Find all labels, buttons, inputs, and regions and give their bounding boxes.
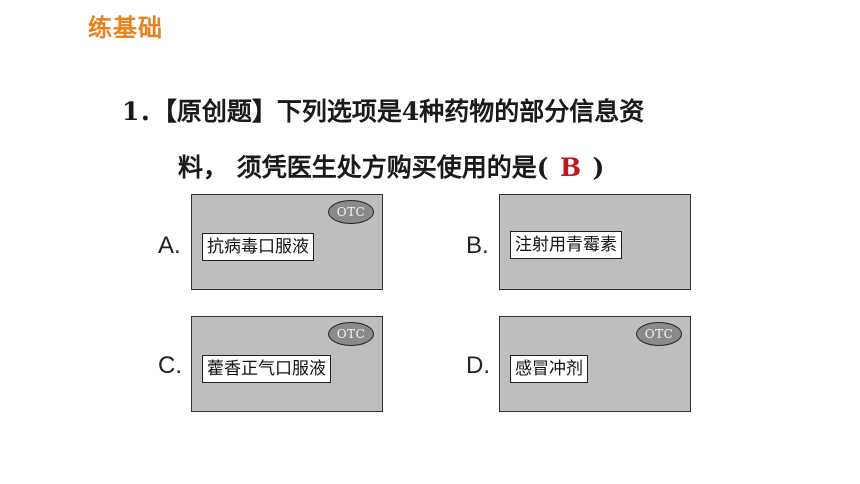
drug-name-label: 注射用青霉素 (510, 231, 622, 259)
section-title: 练基础 (88, 14, 163, 42)
option-c-card[interactable]: OTC 藿香正气口服液 (191, 316, 383, 412)
otc-badge: OTC (328, 200, 374, 224)
question-line-1: 1．【原创题】下列选项是4种药物的部分信息资 (122, 84, 762, 140)
drug-name-label: 藿香正气口服液 (202, 355, 331, 383)
answer-letter: B (559, 153, 582, 182)
option-d-letter: D. (466, 352, 490, 379)
question-number: 1． (122, 97, 165, 126)
option-a-letter: A. (158, 232, 181, 259)
question-line-2: 料， 须凭医生处方购买使用的是( B) (122, 140, 762, 196)
option-c-letter: C. (158, 352, 182, 379)
option-a-card[interactable]: OTC 抗病毒口服液 (191, 194, 383, 290)
otc-badge: OTC (328, 322, 374, 346)
option-b-card[interactable]: 注射用青霉素 (499, 194, 691, 290)
otc-badge: OTC (636, 322, 682, 346)
option-b-letter: B. (466, 232, 489, 259)
drug-name-label: 感冒冲剂 (510, 355, 588, 383)
closing-paren: ) (592, 153, 605, 182)
question-stem: 【原创题】下列选项是4种药物的部分信息资 (164, 97, 645, 126)
question-stem-continued: 料， 须凭医生处方购买使用的是( (178, 153, 549, 182)
option-d-card[interactable]: OTC 感冒冲剂 (499, 316, 691, 412)
question-text: 1．【原创题】下列选项是4种药物的部分信息资 料， 须凭医生处方购买使用的是( B… (122, 84, 762, 196)
drug-name-label: 抗病毒口服液 (202, 233, 314, 261)
